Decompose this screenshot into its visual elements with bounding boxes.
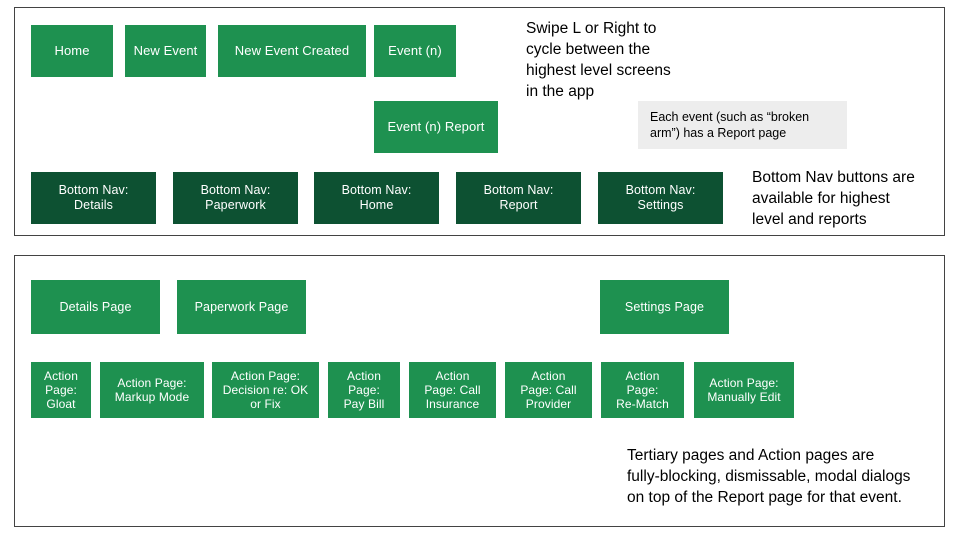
bottom-nav-note-text: Bottom Nav buttons are available for hig… — [752, 169, 915, 229]
node-bottom-nav-details[interactable]: Bottom Nav: Details — [31, 172, 156, 224]
swipe-instruction-text: Swipe L or Right to cycle between the hi… — [526, 20, 671, 101]
event-report-note: Each event (such as “broken arm”) has a … — [638, 101, 847, 149]
node-action-page-manually-edit[interactable]: Action Page: Manually Edit — [694, 362, 794, 418]
node-action-page-call-insurance[interactable]: Action Page: Call Insurance — [409, 362, 496, 418]
node-event-n-report[interactable]: Event (n) Report — [374, 101, 498, 153]
node-action-page-gloat[interactable]: Action Page: Gloat — [31, 362, 91, 418]
node-bottom-nav-paperwork[interactable]: Bottom Nav: Paperwork — [173, 172, 298, 224]
node-action-page-pay-bill[interactable]: Action Page: Pay Bill — [328, 362, 400, 418]
node-action-page-decision-ok-or-fix[interactable]: Action Page: Decision re: OK or Fix — [212, 362, 319, 418]
node-details-page[interactable]: Details Page — [31, 280, 160, 334]
highest-level-screens-panel: Home New Event New Event Created Event (… — [14, 7, 945, 236]
tertiary-and-action-pages-panel: Details Page Paperwork Page Settings Pag… — [14, 255, 945, 527]
node-bottom-nav-report[interactable]: Bottom Nav: Report — [456, 172, 581, 224]
node-bottom-nav-home[interactable]: Bottom Nav: Home — [314, 172, 439, 224]
node-settings-page[interactable]: Settings Page — [600, 280, 729, 334]
node-event-n[interactable]: Event (n) — [374, 25, 456, 77]
node-action-page-call-provider[interactable]: Action Page: Call Provider — [505, 362, 592, 418]
node-paperwork-page[interactable]: Paperwork Page — [177, 280, 306, 334]
node-new-event[interactable]: New Event — [125, 25, 206, 77]
node-bottom-nav-settings[interactable]: Bottom Nav: Settings — [598, 172, 723, 224]
node-action-page-markup-mode[interactable]: Action Page: Markup Mode — [100, 362, 204, 418]
modal-dialog-note-text: Tertiary pages and Action pages are full… — [627, 447, 911, 507]
node-new-event-created[interactable]: New Event Created — [218, 25, 366, 77]
node-action-page-re-match[interactable]: Action Page: Re-Match — [601, 362, 684, 418]
node-home[interactable]: Home — [31, 25, 113, 77]
